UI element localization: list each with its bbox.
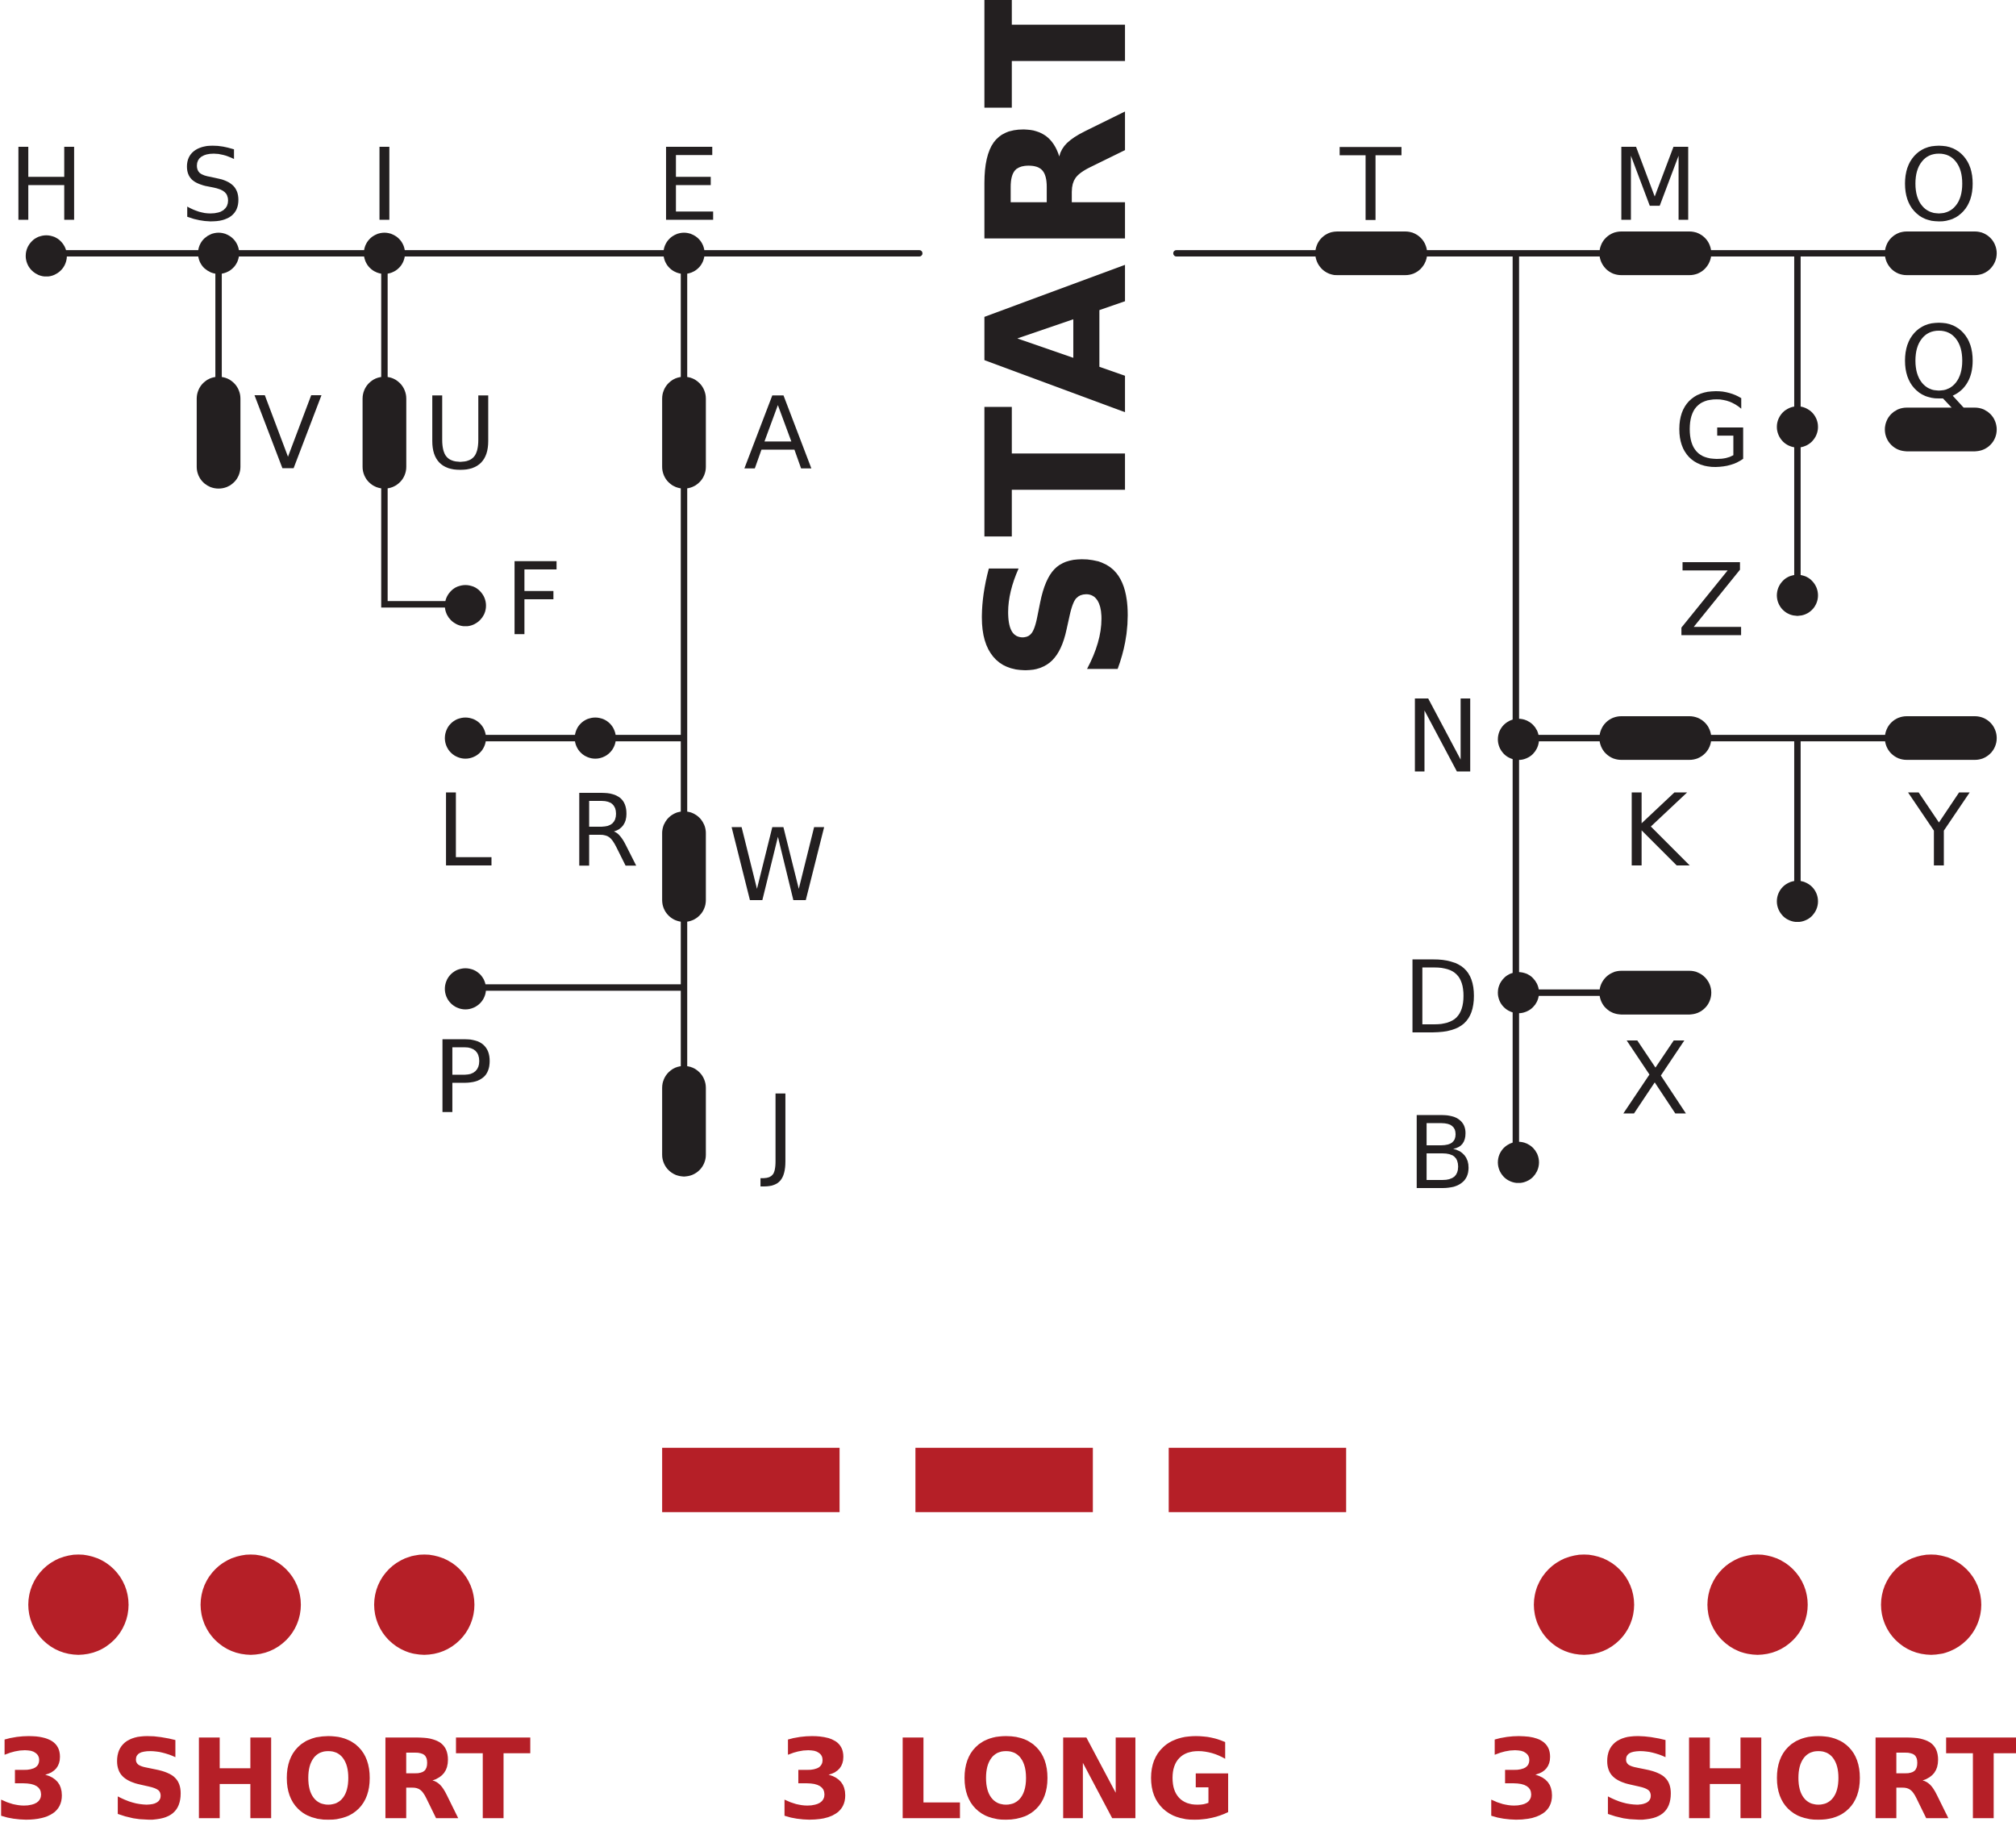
label-h: H xyxy=(9,128,85,244)
label-p: P xyxy=(432,1020,493,1136)
start-title-text: START xyxy=(947,0,1171,684)
long-bar-3 xyxy=(1168,1448,1347,1512)
label-w: W xyxy=(728,808,827,924)
dot-branch-symbols xyxy=(25,232,706,1177)
label-i: I xyxy=(369,128,399,244)
m-dash xyxy=(1599,231,1712,276)
k-dash xyxy=(1599,715,1712,761)
u-f-line xyxy=(381,482,451,608)
label-t: T xyxy=(1339,128,1402,244)
v-dash xyxy=(196,377,241,489)
dot-branch-labels: H S I E V U A F L R W P J xyxy=(9,128,827,1190)
label-m: M xyxy=(1611,128,1697,244)
long-bar-1 xyxy=(662,1448,840,1512)
label-v: V xyxy=(254,376,323,492)
label-g: G xyxy=(1674,373,1752,490)
p-dot xyxy=(444,968,486,1010)
dash-branch-symbols xyxy=(1315,231,1997,1183)
t-dash xyxy=(1315,231,1427,276)
o-dash xyxy=(1885,231,1997,276)
i-dot xyxy=(364,232,406,274)
short-dot-right-3 xyxy=(1881,1554,1981,1655)
dash-branch-labels: T M O Q G Z N K Y D X B xyxy=(1339,128,1979,1212)
label-l: L xyxy=(436,773,492,890)
d-dot xyxy=(1497,972,1539,1014)
label-j: J xyxy=(760,1074,795,1190)
h-dot xyxy=(25,235,67,277)
label-r: R xyxy=(569,773,639,890)
sos-legend: 3 SHORT 3 LONG 3 SHORT xyxy=(0,1448,2016,1822)
y-dash xyxy=(1885,715,1997,761)
s-dot xyxy=(198,232,240,274)
g-dot xyxy=(1776,406,1818,448)
u-dash xyxy=(362,377,406,489)
n-dot xyxy=(1497,719,1539,761)
w-dash xyxy=(662,811,706,923)
caption-3-short-right: 3 SHORT xyxy=(1484,1716,2016,1822)
label-n: N xyxy=(1405,680,1480,796)
short-dot-right-2 xyxy=(1707,1554,1808,1655)
label-x: X xyxy=(1620,1022,1689,1138)
start-title: START xyxy=(947,0,1171,684)
caption-3-long: 3 LONG xyxy=(777,1716,1236,1822)
label-k: K xyxy=(1622,773,1690,890)
long-bar-2 xyxy=(915,1448,1093,1512)
label-q: Q xyxy=(1899,306,1978,422)
x-dash xyxy=(1599,970,1712,1015)
short-dot-left-2 xyxy=(200,1554,302,1655)
dash-branch-lines xyxy=(1173,250,1984,1151)
label-z: Z xyxy=(1677,544,1746,660)
b-dot xyxy=(1497,1141,1539,1183)
label-b: B xyxy=(1407,1096,1476,1212)
f-dot xyxy=(444,585,486,627)
short-dot-left-1 xyxy=(28,1554,129,1655)
r-dot xyxy=(574,717,616,759)
label-s: S xyxy=(181,128,244,244)
label-d: D xyxy=(1402,940,1480,1057)
label-y: Y xyxy=(1907,773,1970,890)
e-dot xyxy=(663,232,705,274)
label-a: A xyxy=(744,376,812,492)
label-e: E xyxy=(656,128,720,244)
l-dot xyxy=(444,717,486,759)
q-dash xyxy=(1885,407,1997,452)
label-f: F xyxy=(505,542,563,658)
short-dot-left-3 xyxy=(373,1554,475,1655)
caption-3-short-left: 3 SHORT xyxy=(0,1716,531,1822)
c-dot xyxy=(1776,881,1818,923)
short-dot-right-1 xyxy=(1534,1554,1635,1655)
label-u: U xyxy=(423,376,497,492)
label-o: O xyxy=(1899,128,1978,244)
j-dash xyxy=(662,1065,706,1177)
z-dot xyxy=(1776,574,1818,616)
a-dash xyxy=(662,377,706,489)
